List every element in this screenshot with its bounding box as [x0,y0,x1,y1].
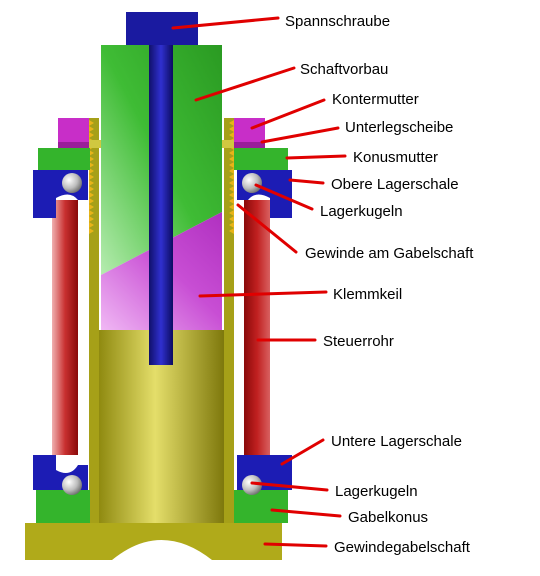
thread-tooth [89,228,94,234]
leader-gewindegabelschaft [263,542,328,548]
leader-konusmutter [285,154,347,160]
head-tube-shape [52,200,270,455]
label-gewinde: Gewinde am Gabelschaft [305,245,474,262]
fork-crown-race-shape [36,490,288,523]
thread-tooth [229,216,234,222]
thread-tooth [89,156,94,162]
thread-tooth [89,222,94,228]
label-klemmkeil: Klemmkeil [333,286,402,303]
label-gabelkonus: Gabelkonus [348,509,428,526]
thread-tooth [229,192,234,198]
thread-tooth [229,210,234,216]
label-gewindegabelschaft: Gewindegabelschaft [334,539,471,556]
thread-tooth [229,180,234,186]
leader-unterlegscheibe [260,126,340,144]
label-schaftvorbau: Schaftvorbau [300,61,388,78]
leader-lagerkugeln-oben [254,183,314,211]
leader-untere-lagerschale [280,438,325,466]
thread-tooth [229,120,234,126]
label-lagerkugeln-unten: Lagerkugeln [335,483,418,500]
thread-tooth [229,132,234,138]
leader-obere-lagerschale [288,178,325,185]
leader-klemmkeil [198,290,328,298]
washer-shape [89,140,234,148]
label-unterlegscheibe: Unterlegscheibe [345,119,453,136]
thread-tooth [89,174,94,180]
leader-spannschraube [171,16,280,30]
thread-tooth [89,150,94,156]
thread-tooth [229,198,234,204]
thread-tooth [229,150,234,156]
bolt-shape [126,12,198,365]
thread-tooth [89,198,94,204]
thread-tooth [229,168,234,174]
thread-tooth [89,204,94,210]
thread-tooth [229,174,234,180]
leader-gewinde [236,203,298,254]
thread-tooth [229,186,234,192]
thread-tooth [89,210,94,216]
thread-tooth [229,156,234,162]
thread-tooth [89,192,94,198]
leader-schaftvorbau [194,66,296,102]
thread-tooth [229,228,234,234]
label-obere-lagerschale: Obere Lagerschale [331,176,459,193]
label-steuerrohr: Steuerrohr [323,333,394,350]
label-spannschraube: Spannschraube [285,13,390,30]
thread-tooth [89,132,94,138]
thread-tooth [89,186,94,192]
thread-tooth [229,222,234,228]
label-kontermutter: Kontermutter [332,91,419,108]
label-untere-lagerschale: Untere Lagerschale [331,433,462,450]
label-konusmutter: Konusmutter [353,149,438,166]
thread-tooth [89,216,94,222]
thread-tooth [89,120,94,126]
leader-kontermutter [250,98,326,130]
fork-steerer-shape [25,118,282,560]
thread-tooth [229,204,234,210]
thread-tooth [229,126,234,132]
bearing-balls-shape [62,173,262,495]
label-lagerkugeln-oben: Lagerkugeln [320,203,403,220]
thread-tooth [229,162,234,168]
thread-tooth [89,126,94,132]
thread-tooth [89,180,94,186]
thread-tooth [89,168,94,174]
thread-tooth [89,162,94,168]
leader-gabelkonus [270,508,342,518]
lock-nut-shape [58,118,265,148]
leader-lagerkugeln-unten [250,481,329,492]
cone-nut-shape [38,148,288,170]
